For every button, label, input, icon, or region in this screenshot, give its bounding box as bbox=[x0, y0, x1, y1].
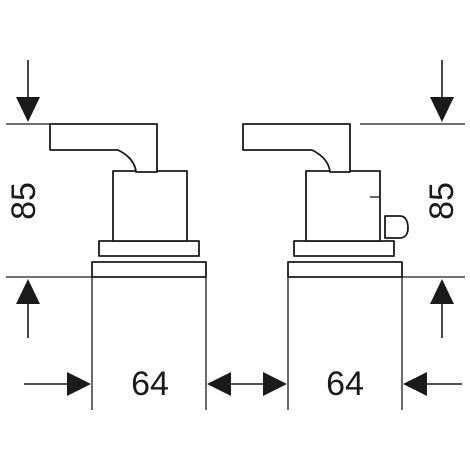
right-body bbox=[305, 170, 381, 242]
right-base-plate bbox=[287, 261, 403, 278]
middle-width-arrow-right-head bbox=[263, 372, 287, 396]
left-height-label: 85 bbox=[5, 182, 43, 220]
left-base-plate bbox=[91, 261, 207, 278]
middle-width-arrow-left-head bbox=[207, 372, 231, 396]
right-height-dimension: 85 bbox=[360, 60, 465, 338]
left-body bbox=[112, 170, 188, 242]
right-flange bbox=[293, 240, 395, 257]
left-width-arrow-head bbox=[67, 372, 91, 396]
right-lever bbox=[242, 123, 351, 173]
left-width-label: 64 bbox=[131, 365, 169, 403]
right-side-knob bbox=[384, 215, 409, 239]
left-flange bbox=[98, 240, 200, 257]
right-height-label: 85 bbox=[423, 182, 461, 220]
left-lever bbox=[49, 123, 158, 173]
right-bottom-arrow-head bbox=[430, 279, 454, 304]
left-height-dimension: 85 bbox=[5, 60, 92, 338]
right-top-arrow-head bbox=[430, 97, 454, 122]
left-bottom-arrow-head bbox=[16, 279, 40, 304]
right-width-label: 64 bbox=[326, 365, 364, 403]
left-top-arrow-head bbox=[16, 97, 40, 122]
left-valve-handle bbox=[49, 123, 207, 410]
right-width-arrow-head bbox=[403, 372, 427, 396]
right-valve-handle bbox=[242, 123, 409, 410]
width-dimensions: 64 64 bbox=[24, 365, 462, 403]
